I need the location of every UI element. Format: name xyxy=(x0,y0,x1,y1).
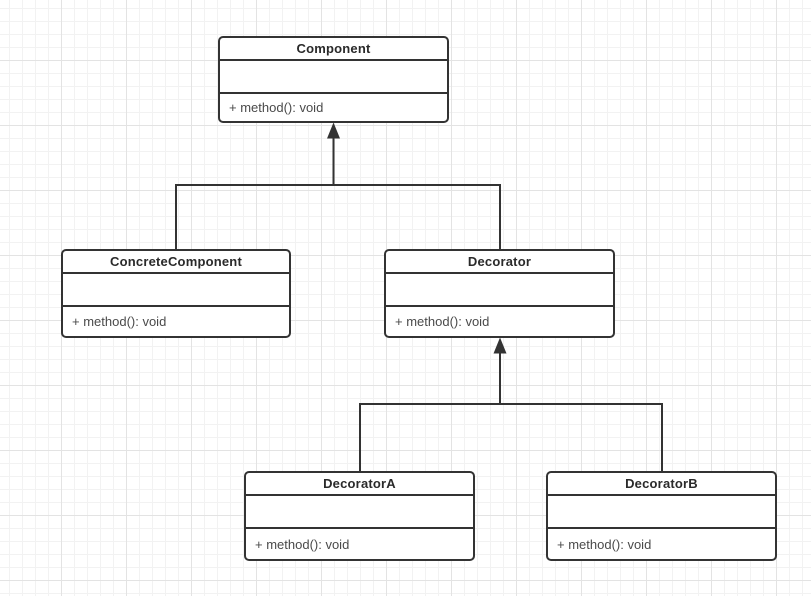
uml-class-concrete-component[interactable]: ConcreteComponent + method(): void xyxy=(61,249,291,338)
uml-methods-compartment: + method(): void xyxy=(395,314,490,329)
uml-class-name: DecoratorA xyxy=(246,473,473,496)
uml-class-name: Decorator xyxy=(386,251,613,274)
uml-methods-compartment: + method(): void xyxy=(72,314,167,329)
uml-methods-compartment: + method(): void xyxy=(255,536,350,552)
inheritance-arrowhead-icon xyxy=(327,122,340,139)
uml-attributes-compartment xyxy=(220,61,447,94)
uml-attributes-compartment xyxy=(548,496,775,529)
generalization-connector-to-decorator[interactable] xyxy=(359,337,663,472)
uml-class-name: Component xyxy=(220,38,447,61)
connector-line xyxy=(175,137,501,249)
connector-line xyxy=(359,352,663,471)
uml-attributes-compartment xyxy=(246,496,473,529)
uml-class-name: ConcreteComponent xyxy=(63,251,289,274)
uml-class-decorator[interactable]: Decorator + method(): void xyxy=(384,249,615,338)
generalization-connector-to-component[interactable] xyxy=(175,122,501,250)
inheritance-arrowhead-icon xyxy=(493,337,507,354)
uml-attributes-compartment xyxy=(386,274,613,307)
uml-class-name: DecoratorB xyxy=(548,473,775,496)
uml-class-decorator-b[interactable]: DecoratorB + method(): void xyxy=(546,471,777,561)
uml-class-component[interactable]: Component + method(): void xyxy=(218,36,449,123)
uml-methods-compartment: + method(): void xyxy=(557,536,652,552)
uml-class-decorator-a[interactable]: DecoratorA + method(): void xyxy=(244,471,475,561)
uml-attributes-compartment xyxy=(63,274,289,307)
uml-methods-compartment: + method(): void xyxy=(229,100,324,115)
